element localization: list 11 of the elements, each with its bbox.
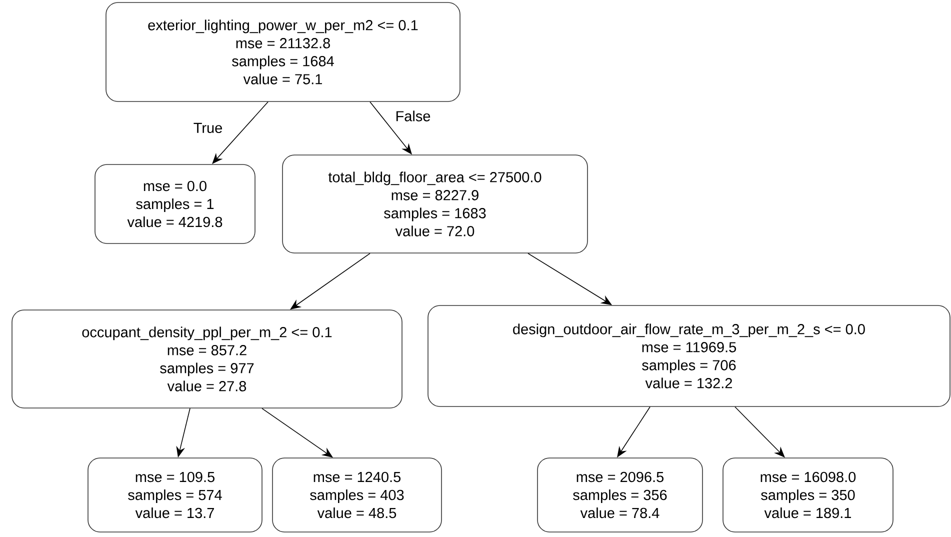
tree-node-box: total_bldg_floor_area <= 27500.0 mse = 8227.9 samples = 1683 value = 72.0 [282, 154, 588, 254]
tree-node-box: mse = 109.5 samples = 574 value = 13.7 [88, 458, 262, 532]
tree-node-box: mse = 1240.5 samples = 403 value = 48.5 [272, 458, 442, 532]
edge-label: False [394, 110, 432, 122]
tree-node-box: exterior_lighting_power_w_per_m2 <= 0.1 mse = 21132.8 samples = 1684 value = 75.1 [106, 2, 460, 102]
tree-node-box: occupant_density_ppl_per_m_2 <= 0.1 mse = 857.2 samples = 977 value = 27.8 [12, 310, 402, 408]
edge-label: True [192, 122, 224, 134]
tree-node-box: mse = 0.0 samples = 1 value = 4219.8 [94, 164, 256, 244]
tree-node-box: mse = 2096.5 samples = 356 value = 78.4 [537, 458, 703, 532]
tree-node-box: design_outdoor_air_flow_rate_m_3_per_m_2_s <= 0.0 mse = 11969.5 samples = 706 value = 132.2 [428, 305, 950, 407]
tree-node-box: mse = 16098.0 samples = 350 value = 189.1 [722, 458, 894, 532]
